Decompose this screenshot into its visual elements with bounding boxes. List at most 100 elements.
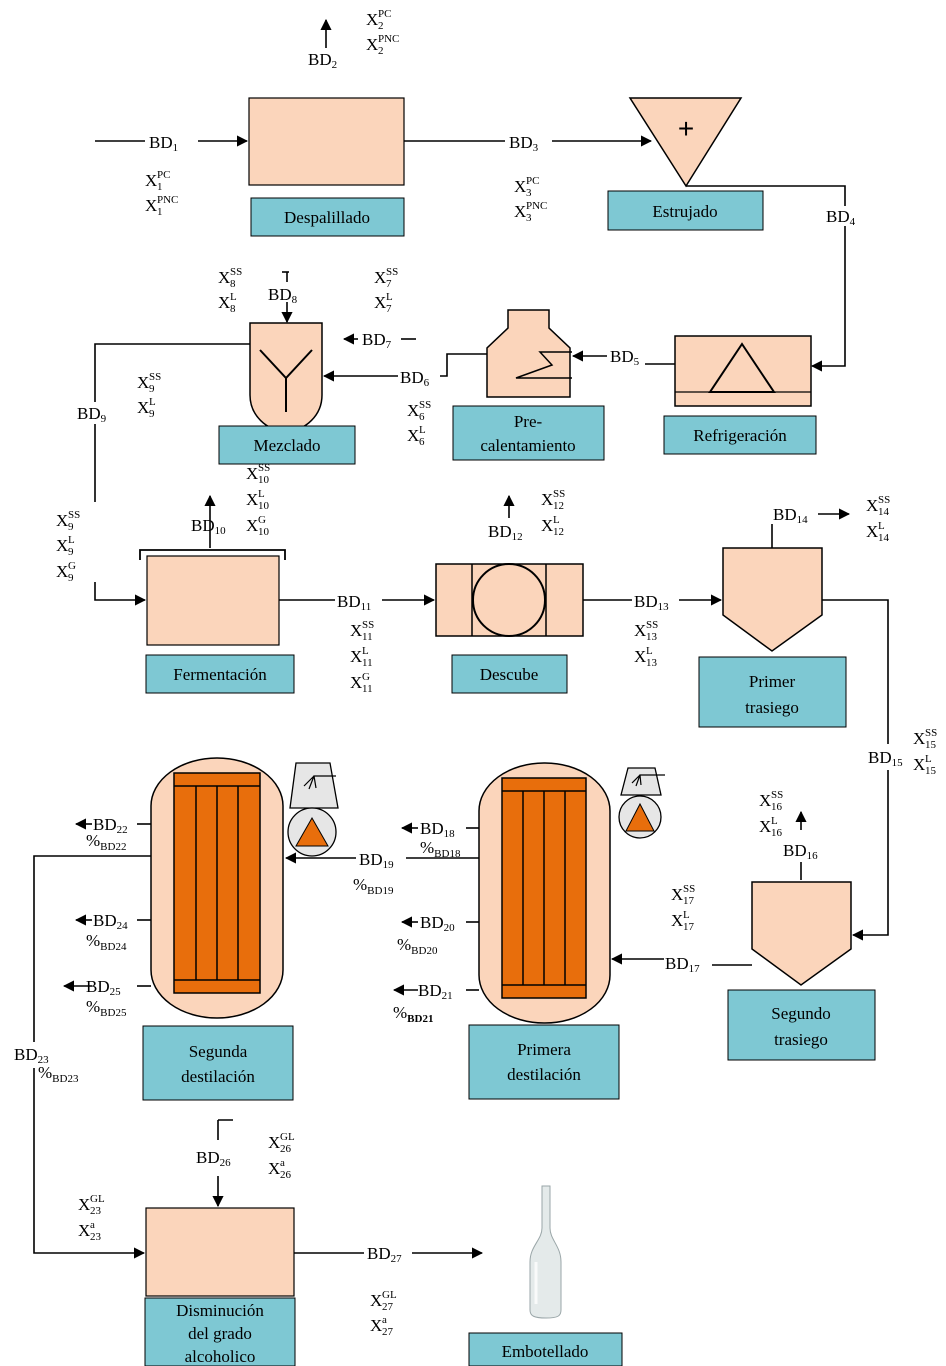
svg-text:X: X <box>246 516 258 535</box>
svg-text:SS: SS <box>878 494 890 506</box>
stream-bd21: BD21 <box>418 981 453 1002</box>
composition-x2pc: XPC2 <box>366 8 391 32</box>
svg-text:calentamiento: calentamiento <box>480 436 575 455</box>
label-embotellado: Embotellado <box>469 1333 622 1366</box>
svg-text:9: 9 <box>68 546 74 558</box>
svg-text:X: X <box>407 401 419 420</box>
svg-text:X: X <box>268 1133 280 1152</box>
svg-text:SS: SS <box>68 509 80 521</box>
stream-bd1: BD1 <box>149 133 178 154</box>
svg-text:L: L <box>68 534 75 546</box>
label-descube: Descube <box>452 655 567 693</box>
svg-text:Fermentación: Fermentación <box>173 665 267 684</box>
disminucion-tank <box>146 1208 294 1296</box>
svg-text:Disminución: Disminución <box>176 1301 264 1320</box>
composition-x3pnc: XPNC3 <box>514 200 547 224</box>
svg-text:SS: SS <box>386 266 398 278</box>
svg-text:destilación: destilación <box>181 1067 255 1086</box>
svg-text:GL: GL <box>382 1289 397 1301</box>
svg-text:Primer: Primer <box>749 672 796 691</box>
svg-text:Mezclado: Mezclado <box>253 436 320 455</box>
svg-text:L: L <box>149 396 156 408</box>
svg-text:Embotellado: Embotellado <box>502 1342 589 1361</box>
svg-text:PC: PC <box>157 169 170 181</box>
svg-text:7: 7 <box>386 278 392 290</box>
stream-bd16: BD16 <box>783 841 818 862</box>
primer-trasiego-vessel <box>723 548 822 651</box>
svg-text:13: 13 <box>646 657 658 669</box>
svg-text:X: X <box>56 562 68 581</box>
svg-text:PNC: PNC <box>526 200 547 212</box>
svg-text:PNC: PNC <box>378 33 399 45</box>
svg-text:8: 8 <box>230 278 236 290</box>
label-primer-trasiego: Primer trasiego <box>699 657 846 727</box>
svg-text:X: X <box>759 817 771 836</box>
svg-text:26: 26 <box>280 1143 292 1155</box>
svg-text:GL: GL <box>90 1193 105 1205</box>
svg-text:X: X <box>671 911 683 930</box>
svg-text:X: X <box>370 1316 382 1335</box>
label-precalentamiento: Pre- calentamiento <box>453 406 604 460</box>
composition-x26a: Xa26 <box>268 1157 292 1181</box>
svg-text:11: 11 <box>362 631 373 643</box>
svg-text:23: 23 <box>90 1205 102 1217</box>
svg-text:X: X <box>145 171 157 190</box>
composition-x13ss: XSS13 <box>634 619 658 643</box>
svg-text:2: 2 <box>378 20 384 32</box>
svg-text:X: X <box>374 293 386 312</box>
svg-text:10: 10 <box>258 500 270 512</box>
svg-text:X: X <box>366 10 378 29</box>
composition-x23a: Xa23 <box>78 1219 102 1243</box>
svg-text:X: X <box>366 35 378 54</box>
label-segundo-trasiego: Segundo trasiego <box>728 990 875 1060</box>
svg-text:X: X <box>78 1221 90 1240</box>
label-disminucion: Disminución del grado alcoholico <box>145 1298 295 1366</box>
svg-text:PC: PC <box>378 8 391 20</box>
label-primera-destilacion: Primera destilación <box>469 1025 619 1099</box>
svg-text:26: 26 <box>280 1169 292 1181</box>
svg-text:8: 8 <box>230 303 236 315</box>
svg-text:X: X <box>913 755 925 774</box>
svg-text:trasiego: trasiego <box>745 698 799 717</box>
svg-text:1: 1 <box>157 181 163 193</box>
svg-text:X: X <box>913 729 925 748</box>
svg-text:10: 10 <box>258 526 270 538</box>
composition-x11ss: XSS11 <box>350 619 374 643</box>
svg-text:7: 7 <box>386 303 392 315</box>
svg-text:X: X <box>137 373 149 392</box>
svg-text:6: 6 <box>419 436 425 448</box>
svg-text:17: 17 <box>683 895 695 907</box>
stream-bd17: BD17 <box>665 954 700 975</box>
svg-text:13: 13 <box>646 631 658 643</box>
stream-bd2: BD2 <box>308 50 337 71</box>
svg-text:a: a <box>280 1157 285 1169</box>
stream-bd12: BD12 <box>488 522 523 543</box>
svg-text:L: L <box>230 291 237 303</box>
crusher-plus-symbol: + <box>678 113 694 144</box>
svg-text:X: X <box>634 647 646 666</box>
svg-text:X: X <box>866 522 878 541</box>
svg-text:27: 27 <box>382 1301 394 1313</box>
stream-bd19: BD19 <box>359 850 394 871</box>
percent-bd19: %BD19 <box>353 875 394 897</box>
svg-text:a: a <box>382 1314 387 1326</box>
composition-x16l: XL16 <box>759 815 783 839</box>
stream-bd18: BD18 <box>420 819 455 840</box>
composition-x12l: XL12 <box>541 514 564 538</box>
svg-text:Refrigeración: Refrigeración <box>693 426 787 445</box>
stream-bd8: BD8 <box>268 285 298 306</box>
svg-text:SS: SS <box>771 789 783 801</box>
svg-text:SS: SS <box>419 399 431 411</box>
svg-text:6: 6 <box>419 411 425 423</box>
svg-text:15: 15 <box>925 739 937 751</box>
svg-text:1: 1 <box>157 206 163 218</box>
svg-text:a: a <box>90 1219 95 1231</box>
svg-text:3: 3 <box>526 187 532 199</box>
svg-text:12: 12 <box>553 526 564 538</box>
